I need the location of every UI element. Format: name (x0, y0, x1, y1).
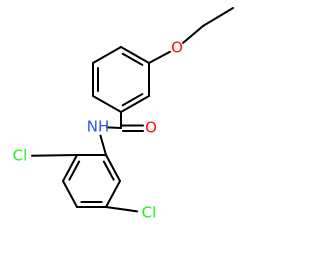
bond-ring-a-2 (120, 95, 150, 113)
bond-meta-chlorine (105, 206, 139, 213)
bond-ring-b-3 (62, 180, 78, 208)
bond-ethyl-cc (202, 7, 234, 27)
bond-ring-a-inner-3 (121, 52, 144, 66)
meta-chlorine-label: Cl (142, 204, 157, 222)
bond-oxygen-ring (148, 50, 171, 64)
bond-ortho-chlorine (30, 154, 78, 157)
bond-carbonyl-nitrogen (105, 126, 122, 129)
amide-nitrogen-label: NH (87, 118, 110, 136)
bond-ring-b-5 (105, 180, 121, 208)
bond-ring-a-inner-1 (121, 93, 144, 107)
bond-ring-b-inner-3 (102, 160, 115, 181)
carbonyl-oxygen-label: O (145, 119, 157, 137)
bond-ring-a-6 (120, 46, 150, 64)
bond-ring-b-inner-1 (68, 160, 81, 181)
molecule-structure: O O NH Cl Cl (13, 7, 234, 222)
ortho-chlorine-label: Cl (13, 147, 28, 165)
structure-canvas: O O NH Cl Cl (12, 7, 234, 222)
bond-ring-a-3 (92, 95, 122, 113)
ether-oxygen-label: O (171, 39, 183, 57)
bond-ring-b-2 (62, 154, 78, 182)
bond-layer (30, 7, 234, 213)
bond-nitrogen-ring (99, 134, 107, 156)
bond-ethyl-co (182, 25, 204, 44)
bond-ring-b-6 (105, 154, 121, 182)
bond-ring-a-5 (92, 46, 122, 64)
